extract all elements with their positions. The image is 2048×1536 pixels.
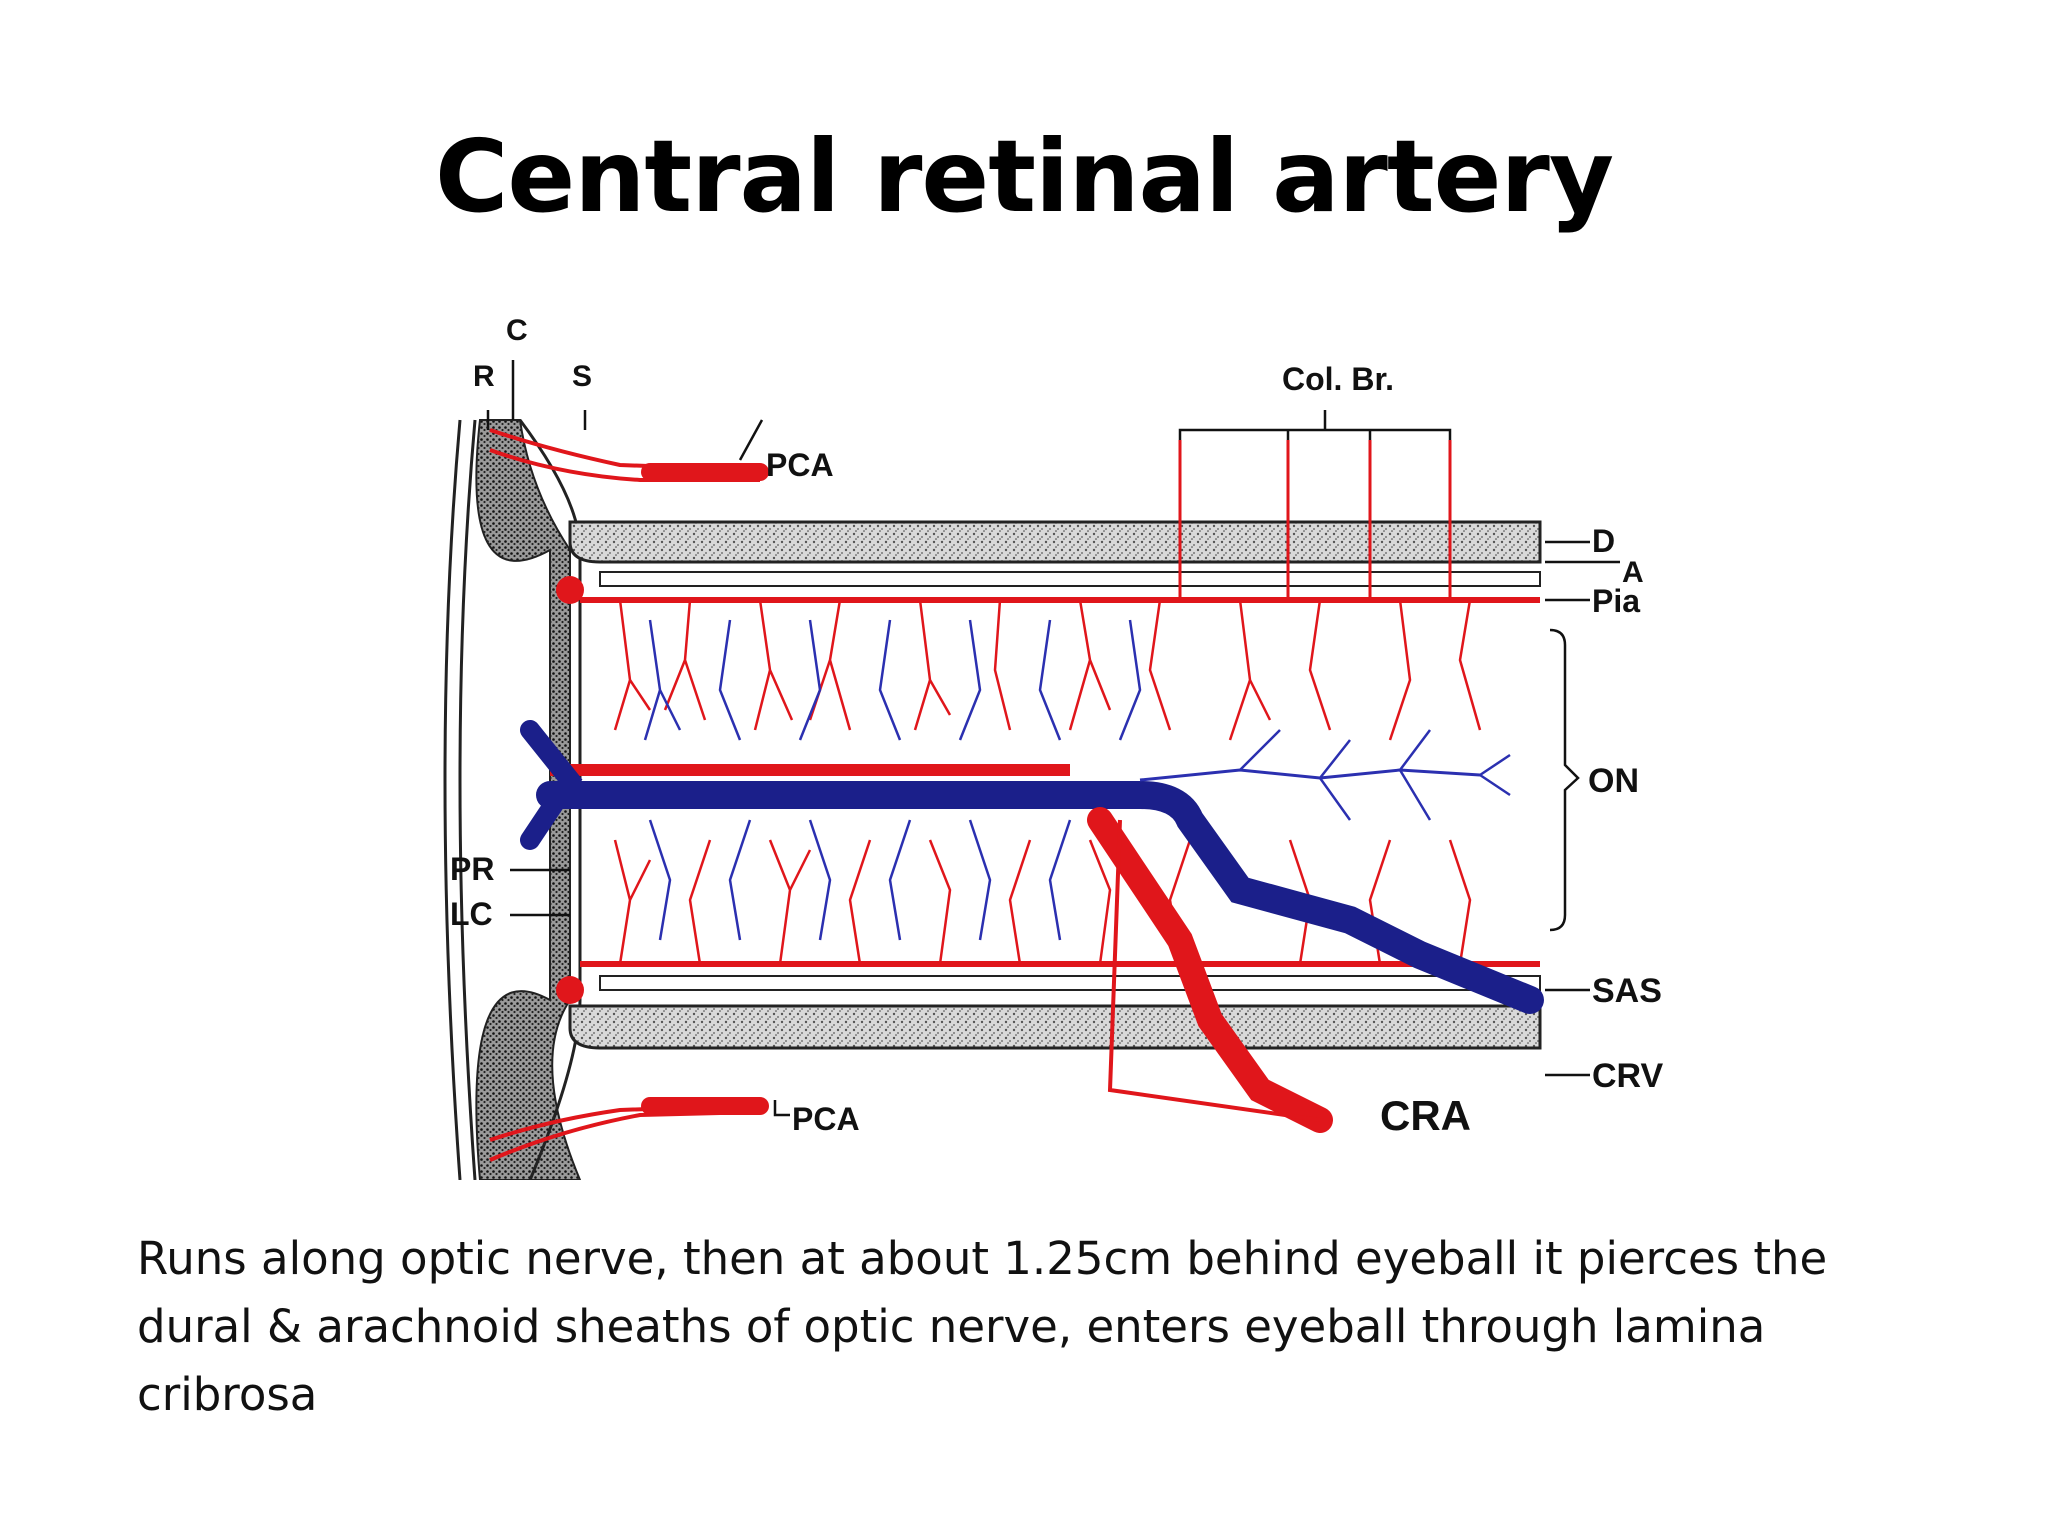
label-s: S	[572, 360, 592, 393]
leader-lines	[486, 360, 1620, 1117]
label-on: ON	[1588, 762, 1639, 800]
label-sas: SAS	[1592, 972, 1662, 1010]
optic-nerve-diagram: C R S Col. Br. PCA D A Pia ON PR LC SAS …	[443, 314, 1663, 1180]
label-pia: Pia	[1592, 583, 1640, 619]
sheath-top	[568, 520, 1542, 603]
central-vessels	[520, 720, 1544, 1133]
collateral-branches	[1178, 440, 1452, 600]
sheath-bottom	[568, 961, 1542, 1050]
label-pca-top: PCA	[766, 447, 834, 483]
label-crv: CRV	[1592, 1057, 1663, 1095]
label-col-br: Col. Br.	[1282, 361, 1394, 397]
label-a: A	[1622, 556, 1644, 589]
label-pca-bottom: PCA	[792, 1101, 860, 1137]
slide-body-text: Runs along optic nerve, then at about 1.…	[137, 1232, 1828, 1421]
label-d: D	[1592, 523, 1615, 559]
label-r: R	[473, 360, 495, 393]
label-pr: PR	[450, 851, 494, 887]
label-lc: LC	[450, 896, 493, 932]
slide-title: Central retinal artery	[435, 118, 1614, 235]
label-c: C	[506, 314, 528, 347]
label-cra: CRA	[1380, 1092, 1471, 1139]
posterior-ciliary-arteries	[489, 428, 769, 1162]
